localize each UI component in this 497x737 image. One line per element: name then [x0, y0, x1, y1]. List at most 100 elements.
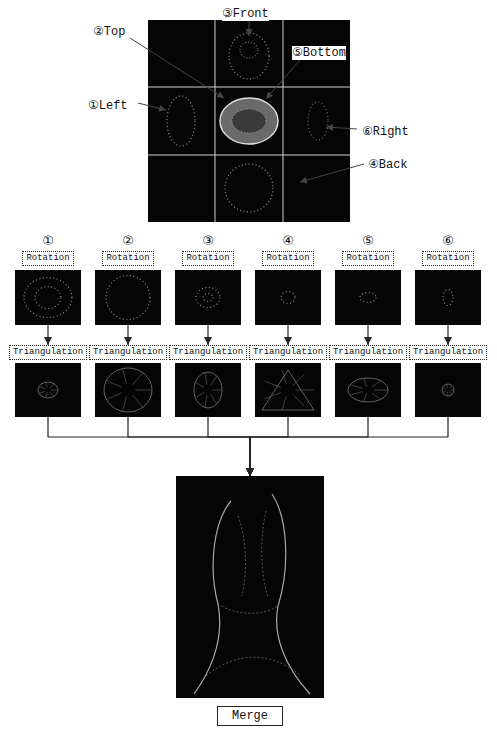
result-image [255, 270, 321, 325]
flow-arrow [250, 417, 368, 476]
mesh-edge [211, 394, 217, 404]
rotation-step: Rotation [335, 251, 401, 325]
leader-arrow [249, 21, 250, 36]
mesh-outline [442, 384, 454, 396]
triangulation-step: Triangulation [249, 345, 328, 417]
callout-number: ③ [202, 234, 214, 249]
triangulation-step: Triangulation [329, 345, 408, 417]
image-background [175, 270, 241, 325]
flow-arrow [127, 325, 128, 345]
flow-arrow [48, 417, 250, 476]
step-label: Triangulation [333, 347, 403, 358]
flow-arrow [250, 417, 288, 476]
image-background [175, 363, 241, 417]
merged-mesh-line [272, 494, 310, 694]
mesh-edge [211, 376, 217, 386]
mesh-edge [350, 385, 363, 389]
flow-arrow [208, 417, 250, 476]
point-cloud [232, 109, 266, 133]
triangulation-step: Triangulation [169, 345, 248, 417]
triangle-mesh [348, 378, 388, 402]
point-cloud [203, 294, 213, 302]
mesh-edge [296, 390, 314, 391]
triangle-mesh [104, 368, 152, 412]
mesh-edge [39, 391, 45, 393]
mesh-edge [195, 382, 204, 387]
label-holder: ⑥ [442, 231, 454, 249]
merged-mesh-line [238, 516, 245, 596]
mesh-edge [205, 372, 207, 384]
mesh-edge [443, 387, 447, 389]
view-label: ④Back [368, 158, 408, 172]
mesh-edge [106, 380, 121, 387]
step-label: Triangulation [93, 347, 163, 358]
rotation-step: Rotation [415, 251, 481, 325]
image-background [176, 476, 324, 698]
mesh-edge [449, 385, 452, 388]
cube-map-image [148, 20, 350, 222]
mesh-edge [39, 387, 45, 389]
step-label: Triangulation [173, 347, 243, 358]
point-cloud [308, 102, 328, 140]
step-label: Triangulation [413, 347, 483, 358]
mesh-outline [38, 382, 58, 398]
point-cloud [229, 33, 269, 79]
label-holder: ①Left [88, 95, 128, 114]
step-label: Triangulation [253, 347, 323, 358]
mesh-edge [364, 394, 367, 402]
point-cloud [196, 288, 220, 308]
point-cloud [281, 292, 295, 304]
flow-arrow [47, 325, 48, 345]
point-cloud [443, 290, 453, 306]
triangle-mesh [262, 370, 314, 410]
triangle-mesh [38, 382, 58, 398]
grid-line [148, 87, 350, 88]
triangulation-step: Triangulation [409, 345, 488, 417]
result-image [415, 363, 481, 417]
step-label: Rotation [106, 253, 149, 264]
label-holder: ⑤ [362, 231, 374, 249]
grid-line [148, 155, 350, 156]
label-holder: ⑥Right [362, 121, 409, 140]
rotation-step: Rotation [255, 251, 321, 325]
mesh-edge [50, 384, 54, 388]
process-box: Rotation [422, 251, 473, 266]
mesh-edge [446, 384, 448, 388]
process-box: Rotation [182, 251, 233, 266]
rotation-step: Rotation [95, 251, 161, 325]
merged-mesh-line [218, 604, 278, 613]
image-background [15, 363, 81, 417]
rotation-step: Rotation [15, 251, 81, 325]
leader-arrow [138, 103, 166, 110]
mesh-edge [46, 382, 48, 387]
process-box: Triangulation [169, 345, 247, 360]
mesh-edge [50, 392, 54, 396]
view-label: ②Top [93, 25, 125, 39]
mesh-edge [106, 393, 121, 400]
step-label: Rotation [346, 253, 389, 264]
callout-number: ⑤ [362, 234, 374, 249]
mesh-edge [446, 392, 448, 396]
image-background [255, 363, 321, 417]
leader-arrow [130, 38, 224, 98]
grid-line [283, 20, 284, 222]
mesh-edge [265, 393, 281, 399]
flow-arrow [287, 325, 288, 345]
flow-arrow [447, 325, 448, 345]
result-image [335, 363, 401, 417]
leader-arrow [266, 60, 300, 99]
mesh-edge [205, 395, 207, 407]
mesh-edge [46, 392, 48, 397]
mesh-edge [212, 390, 222, 391]
process-box: Triangulation [89, 345, 167, 360]
step-label: Rotation [426, 253, 469, 264]
point-cloud [35, 287, 61, 309]
mesh-edge [449, 391, 452, 394]
mesh-edge [374, 390, 388, 391]
label-holder: ③Front [222, 3, 269, 22]
mesh-edge [195, 392, 204, 397]
result-image [335, 270, 401, 325]
image-background [95, 363, 161, 417]
step-label: Merge [232, 709, 268, 723]
image-background [15, 270, 81, 325]
